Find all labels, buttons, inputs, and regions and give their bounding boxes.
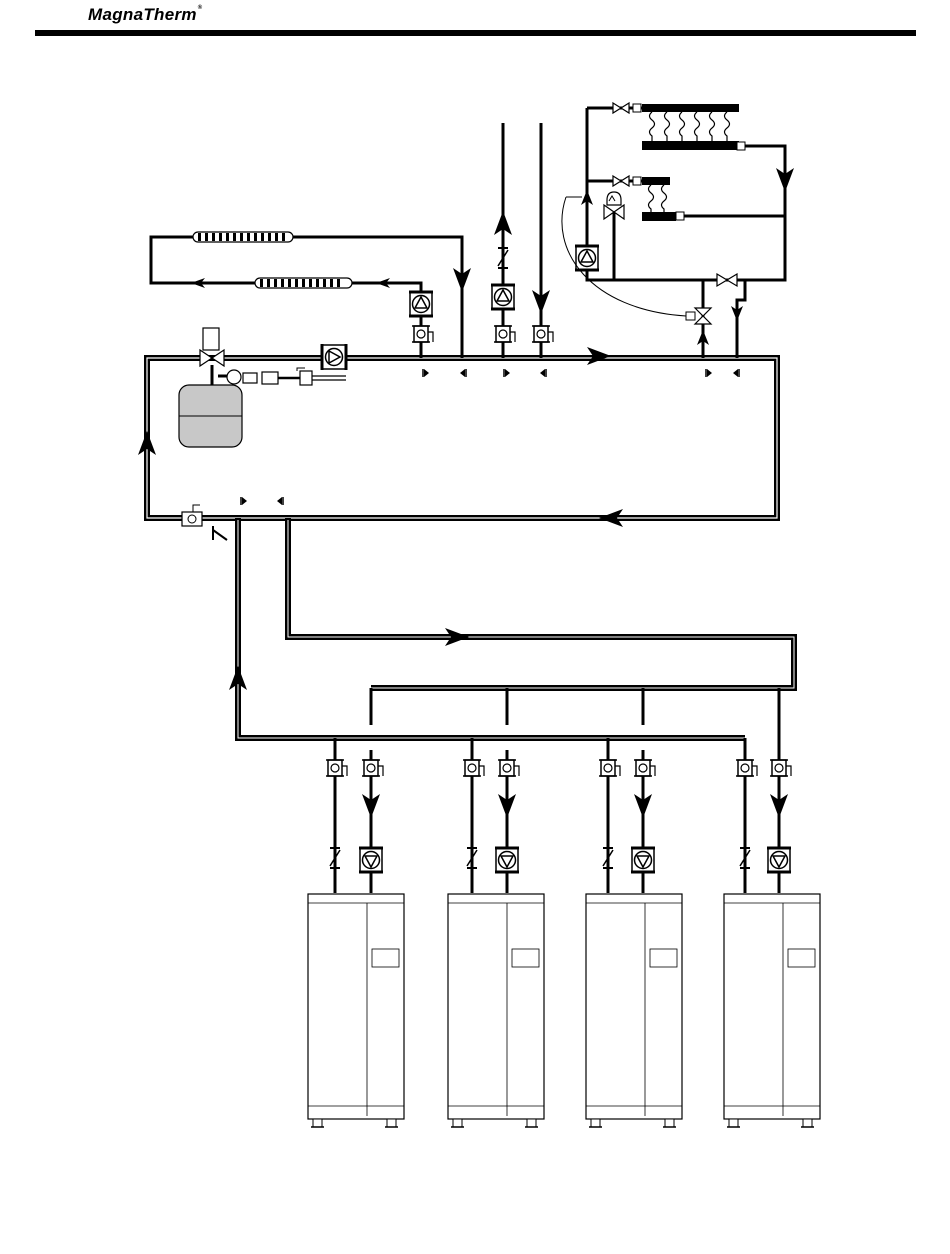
radiant-circulator — [575, 246, 599, 270]
manifold-upper — [613, 103, 745, 150]
air-separator — [200, 328, 235, 376]
boiler-supply-header-inner — [288, 520, 794, 688]
finned-tube-upper — [193, 232, 293, 242]
boiler-branch-piping — [335, 688, 779, 893]
fill-valve — [227, 368, 346, 385]
boiler-4 — [724, 894, 820, 1127]
drain-valve — [182, 505, 227, 540]
dhw-circulator — [491, 285, 515, 309]
isolation-valve — [412, 326, 433, 342]
finned-tube-lower — [255, 278, 352, 288]
baseboard-circulator — [409, 292, 433, 316]
isolation-valve — [532, 326, 553, 342]
boiler-2 — [448, 894, 544, 1127]
boiler-return-header-inner — [238, 520, 745, 738]
boiler-supply-header — [288, 518, 794, 688]
boiler-3 — [586, 894, 682, 1127]
boiler-return-header — [238, 518, 745, 738]
dhw-piping — [503, 123, 541, 358]
boiler-1 — [308, 894, 404, 1127]
temperature-sensors — [241, 369, 739, 505]
isolation-valve — [494, 326, 515, 342]
system-circulator — [322, 344, 346, 370]
